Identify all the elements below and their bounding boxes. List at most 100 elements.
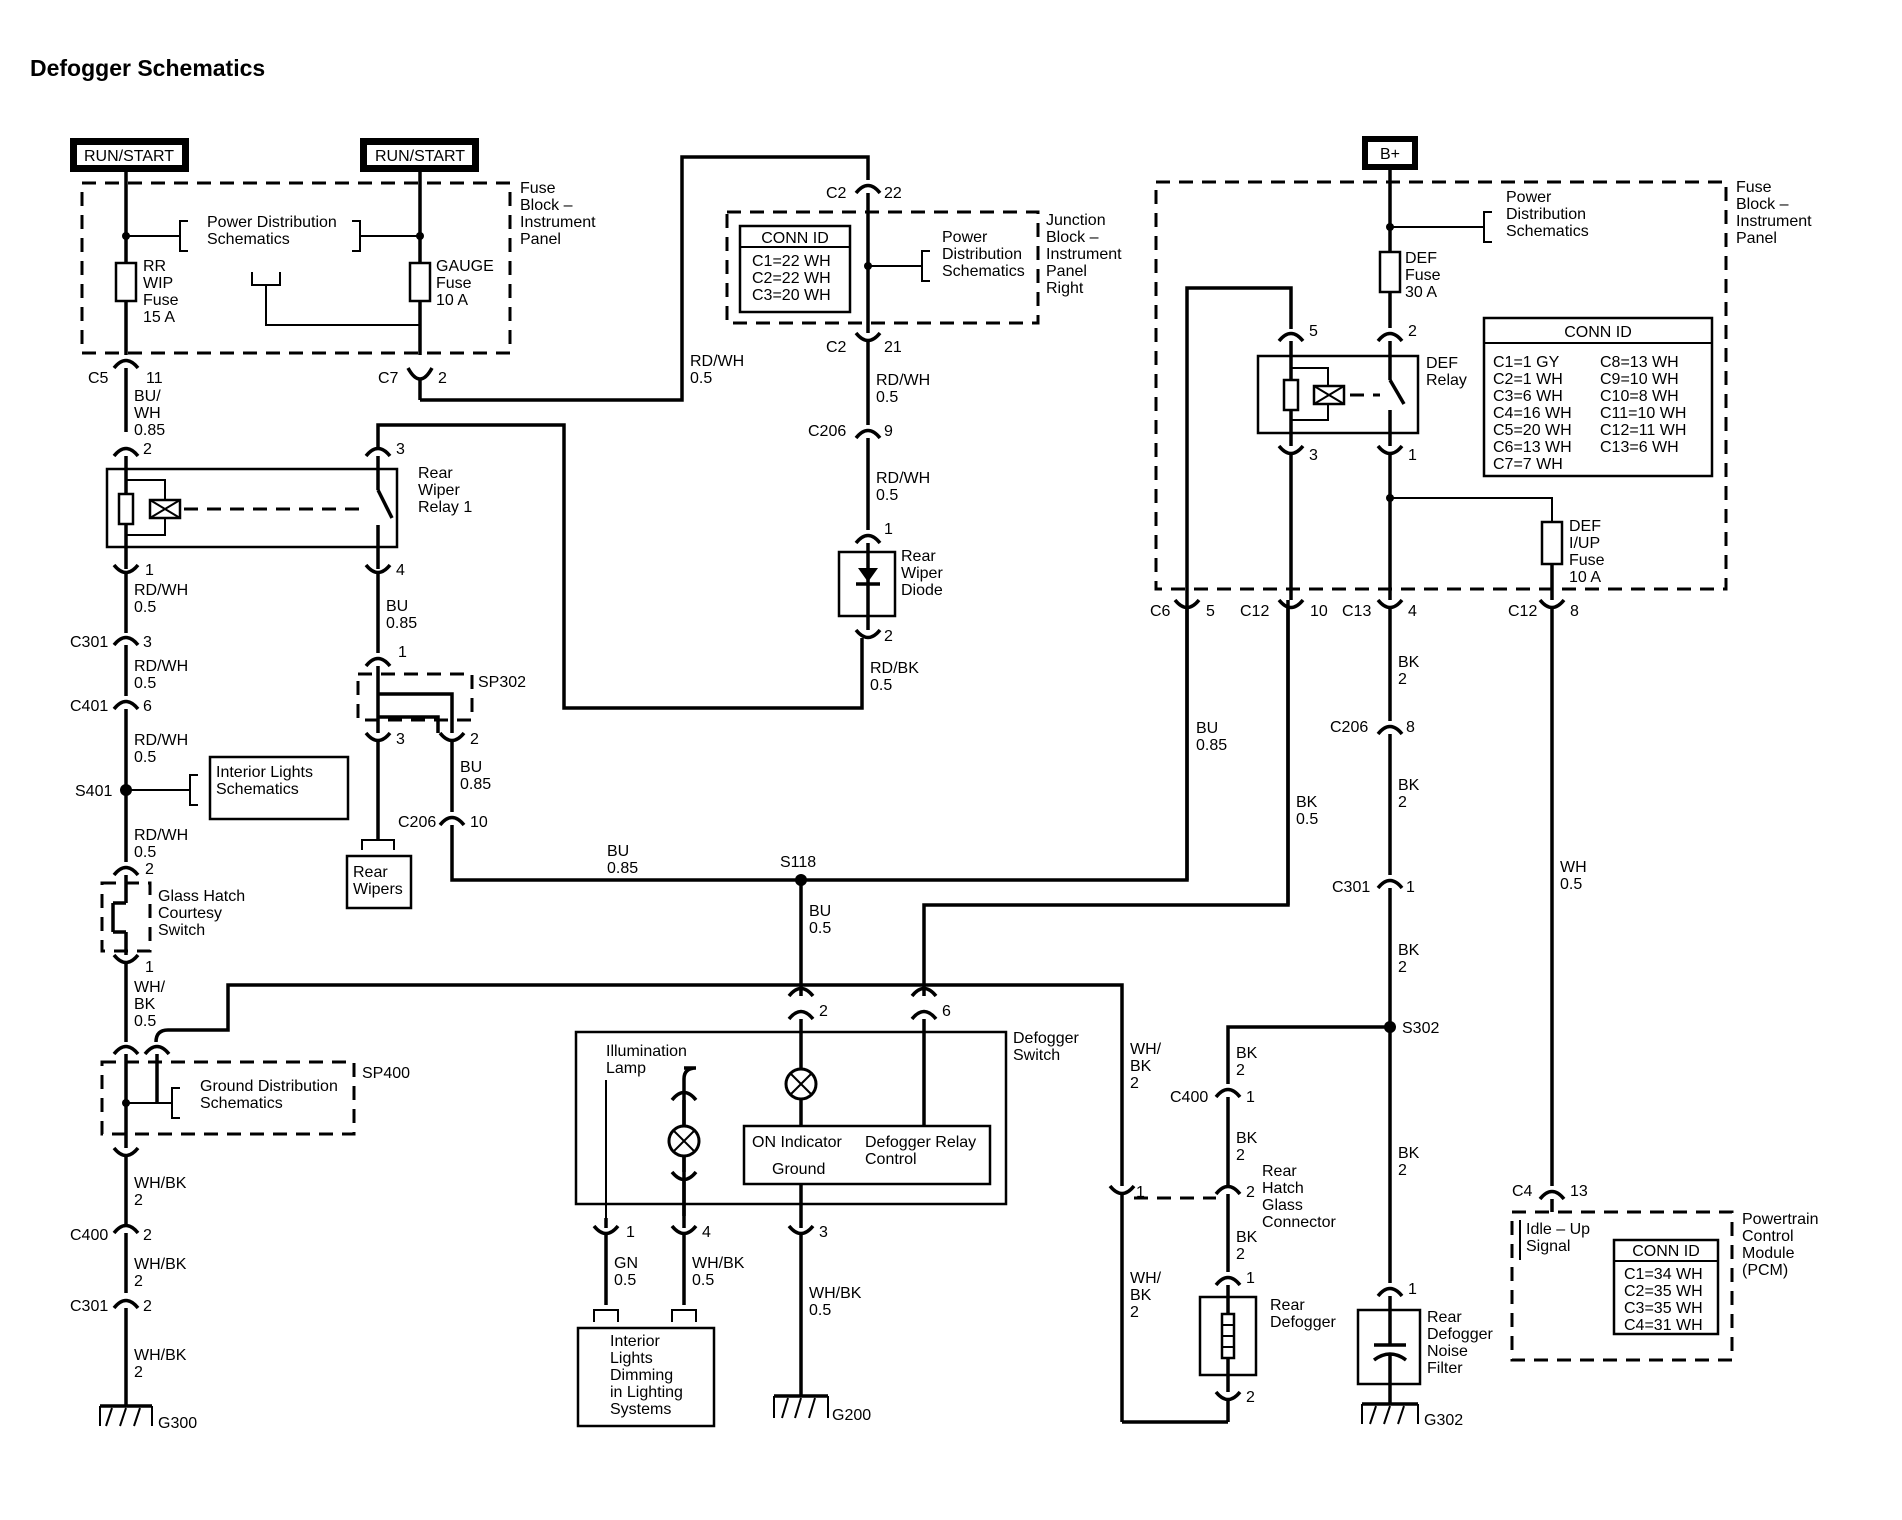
svg-text:Schematics: Schematics: [207, 231, 290, 248]
defogger-relay-control-label: Defogger Relay Control: [865, 1134, 976, 1168]
c12-b-pin: 8: [1570, 603, 1579, 620]
svg-text:Panel: Panel: [520, 231, 561, 248]
rear-defogger-label: Rear Defogger: [1270, 1297, 1336, 1331]
svg-text:BK: BK: [1398, 654, 1420, 671]
svg-text:C9=10 WH: C9=10 WH: [1600, 371, 1679, 388]
svg-text:Fuse: Fuse: [1569, 552, 1605, 569]
illumination-lamp-icon: [667, 1124, 701, 1158]
rd-bk-label: RD/BK 0.5: [870, 660, 919, 694]
svg-text:RD/WH: RD/WH: [134, 582, 188, 599]
power-distribution-ref-left: Power Distribution Schematics: [207, 214, 337, 248]
ground-g200: G200: [773, 1394, 871, 1424]
svg-text:2: 2: [1130, 1304, 1139, 1321]
bu-085-label-c6: BU 0.85: [1196, 720, 1227, 754]
svg-text:in Lighting: in Lighting: [610, 1384, 683, 1401]
power-distribution-ref-right: Power Distribution Schematics: [1506, 189, 1589, 240]
bk-2-label-1: BK 2: [1398, 654, 1420, 688]
ground-g302: G302: [1361, 1402, 1463, 1429]
wh-bk-label-1: WH/ BK 0.5: [134, 979, 166, 1030]
c7-pin: 2: [438, 370, 447, 387]
svg-text:2: 2: [1236, 1062, 1245, 1079]
diode-pin-1: 1: [884, 521, 893, 538]
def-iup-fuse-label: DEF I/UP Fuse 10 A: [1569, 518, 1605, 586]
svg-text:Schematics: Schematics: [1506, 223, 1589, 240]
svg-text:Right: Right: [1046, 280, 1084, 297]
svg-text:Interior: Interior: [610, 1333, 660, 1350]
def-relay-pin-1: 1: [1408, 447, 1417, 464]
rear-wiper-diode-label: Rear Wiper Diode: [901, 548, 943, 599]
svg-text:2: 2: [134, 1273, 143, 1290]
rear-wiper-relay-label: Rear Wiper Relay 1: [418, 465, 472, 516]
svg-text:G302: G302: [1424, 1412, 1463, 1429]
rd-wh-label-1: RD/WH 0.5: [134, 582, 188, 616]
svg-text:0.85: 0.85: [134, 422, 165, 439]
svg-text:C11=10 WH: C11=10 WH: [1600, 405, 1686, 422]
junction-block: [725, 210, 1040, 325]
wh-bk-label-sw3: WH/BK 0.5: [809, 1285, 862, 1319]
svg-text:0.5: 0.5: [870, 677, 892, 694]
def-relay-pin-3: 3: [1309, 447, 1318, 464]
bu-085-label-s118: BU 0.85: [607, 843, 638, 877]
svg-text:BK: BK: [134, 996, 156, 1013]
svg-text:0.5: 0.5: [134, 749, 156, 766]
switch-inner-box: [742, 1124, 992, 1186]
svg-text:Control: Control: [1742, 1228, 1794, 1245]
svg-text:Fuse: Fuse: [1736, 179, 1772, 196]
c206-diode-pin: 9: [884, 423, 893, 440]
wh-bk-label-2s-top: WH/ BK 2: [1130, 1041, 1162, 1092]
svg-text:0.5: 0.5: [134, 1013, 156, 1030]
switch-pin-1: 1: [626, 1224, 635, 1241]
conn-pin-2: 2: [1246, 1184, 1255, 1201]
svg-text:Module: Module: [1742, 1245, 1795, 1262]
bk-2-label-6: BK 2: [1236, 1130, 1258, 1164]
wh-bk-label-4: WH/BK 2: [134, 1347, 187, 1381]
svg-text:C7=7 WH: C7=7 WH: [1493, 456, 1563, 473]
svg-text:BK: BK: [1236, 1045, 1258, 1062]
gauge-fuse: [408, 261, 432, 303]
svg-text:Power Distribution: Power Distribution: [207, 214, 337, 231]
svg-text:Rear: Rear: [1427, 1309, 1462, 1326]
svg-text:Ground Distribution: Ground Distribution: [200, 1078, 338, 1095]
svg-text:Distribution: Distribution: [1506, 206, 1586, 223]
rr-wip-fuse: [114, 261, 138, 303]
svg-text:RD/BK: RD/BK: [870, 660, 919, 677]
svg-text:Idle – Up: Idle – Up: [1526, 1221, 1590, 1238]
c206-diode-label: C206: [808, 423, 846, 440]
svg-text:Lights: Lights: [610, 1350, 653, 1367]
c2-bot-pin: 21: [884, 339, 902, 356]
c12-a-pin: 10: [1310, 603, 1328, 620]
wh-bk-label-sw4: WH/BK 0.5: [692, 1255, 745, 1289]
svg-text:0.5: 0.5: [876, 487, 898, 504]
c13-label: C13: [1342, 603, 1371, 620]
c7-label: C7: [378, 370, 399, 387]
ground-g300: G300: [99, 1404, 197, 1432]
rd-wh-label-c2: RD/WH 0.5: [690, 353, 744, 387]
s302-label: S302: [1402, 1020, 1439, 1037]
interior-lights-label: Interior Lights Schematics: [216, 764, 313, 798]
relay-pin-3: 3: [396, 441, 405, 458]
svg-text:Rear: Rear: [353, 864, 388, 881]
svg-text:WIP: WIP: [143, 275, 173, 292]
wh-bk-label-2s-bot: WH/ BK 2: [1130, 1270, 1162, 1321]
svg-text:BU: BU: [386, 598, 408, 615]
svg-text:C8=13 WH: C8=13 WH: [1600, 354, 1679, 371]
svg-text:0.5: 0.5: [134, 844, 156, 861]
svg-text:Dimming: Dimming: [610, 1367, 673, 1384]
svg-text:Courtesy: Courtesy: [158, 905, 222, 922]
svg-text:B+: B+: [1380, 146, 1400, 163]
svg-text:Fuse: Fuse: [1405, 267, 1441, 284]
power-distribution-ref-junction: Power Distribution Schematics: [942, 229, 1025, 280]
rear-hatch-glass-connector-label: Rear Hatch Glass Connector: [1262, 1163, 1336, 1231]
svg-text:Panel: Panel: [1046, 263, 1087, 280]
svg-text:2: 2: [1130, 1075, 1139, 1092]
svg-text:C3=20 WH: C3=20 WH: [752, 287, 831, 304]
b-plus-label: B+: [1362, 136, 1418, 170]
svg-text:C5=20 WH: C5=20 WH: [1493, 422, 1572, 439]
svg-text:Powertrain: Powertrain: [1742, 1211, 1818, 1228]
conn-pin-1-left: 1: [1136, 1184, 1145, 1201]
svg-text:Filter: Filter: [1427, 1360, 1463, 1377]
defogger-switch-label: Defogger Switch: [1013, 1030, 1079, 1064]
svg-text:2: 2: [1398, 671, 1407, 688]
svg-text:G300: G300: [158, 1415, 197, 1432]
svg-text:C2=1 WH: C2=1 WH: [1493, 371, 1563, 388]
